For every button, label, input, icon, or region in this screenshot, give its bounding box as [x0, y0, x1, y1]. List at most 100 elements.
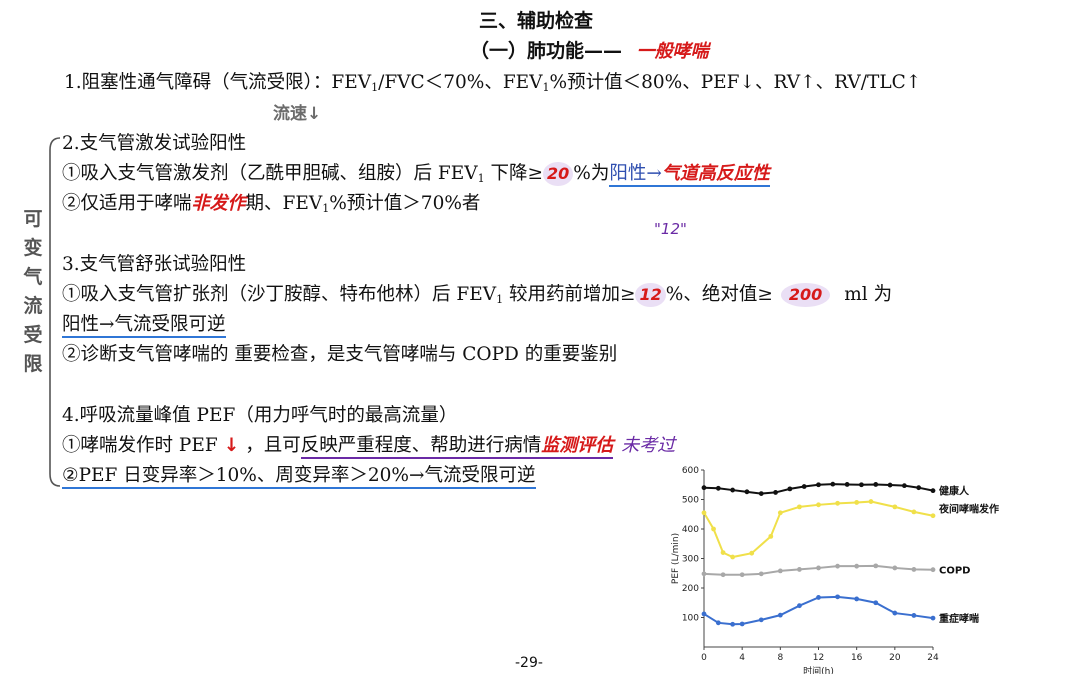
series-3-point: [715, 620, 721, 626]
series-2-point: [873, 563, 879, 569]
series-1-point: [768, 533, 774, 539]
series-3-point: [816, 595, 821, 600]
item1-text-b: /FVC＜70%、FEV: [378, 72, 543, 93]
y-tick-label: 500: [682, 496, 699, 506]
item2-line2: ②仅适用于哮喘非发作期、FEV1%预计值＞70%者: [62, 192, 480, 216]
series-3-point: [701, 611, 707, 617]
series-1-point: [892, 504, 898, 510]
series-3-point: [835, 594, 840, 600]
x-tick-label: 4: [739, 653, 745, 663]
legend-label-3: 重症哮喘: [939, 612, 979, 625]
item3-line1: ①吸入支气管扩张剂（沙丁胺醇、特布他林）后 FEV1 较用药前增加≥12%、绝对…: [62, 283, 892, 307]
legend-label-1: 夜间哮喘发作: [938, 503, 999, 516]
series-1-point: [701, 510, 707, 516]
series-3-point: [873, 600, 879, 606]
series-1-point: [816, 502, 821, 508]
x-tick-label: 8: [777, 653, 783, 663]
series-1-point: [730, 554, 736, 560]
series-1-point: [720, 550, 726, 555]
side-label-char: 流: [23, 295, 43, 317]
item1-handwritten-note: 流速↓: [273, 104, 322, 124]
item2-l1-text-b: 下降≥: [484, 163, 543, 184]
item3-line3: ②诊断支气管哮喘的 重要检查，是支气管哮喘与 COPD 的重要鉴别: [62, 344, 618, 365]
item2-non-attack-handwritten: 非发作: [191, 193, 246, 214]
x-tick-label: 24: [927, 653, 939, 663]
series-line-3: [703, 595, 934, 626]
series-3-point: [730, 621, 736, 627]
series-line-1: [703, 500, 934, 559]
item3-l1-text-a: ①吸入支气管扩张剂（沙丁胺醇、特布他林）后 FEV: [62, 284, 497, 305]
item1-text-a: 1.阻塞性通气障碍（气流受限）：FEV: [64, 72, 372, 93]
series-3-point: [930, 615, 936, 621]
item1-sub1: 1: [371, 81, 379, 94]
y-axis-label: PEF (L/min): [671, 533, 681, 584]
item3-line2: 阳性→气流受限可逆: [62, 313, 226, 338]
series-0-point: [758, 491, 764, 496]
item2-l2-text-b: 期、FEV: [245, 193, 323, 214]
item3-title: 3.支气管舒张试验阳性: [62, 254, 247, 275]
y-tick-label: 200: [682, 584, 699, 594]
item2-title: 2.支气管激发试验阳性: [62, 133, 247, 154]
side-label: 可 变 气 流 受 限: [22, 205, 44, 379]
series-3-point: [777, 612, 783, 618]
series-0-point: [730, 487, 736, 493]
item4-l1-text-b: ，且可: [245, 435, 301, 456]
legend-label-2: COPD: [939, 566, 970, 577]
item2-l1-text-a: ①吸入支气管激发剂（乙酰甲胆碱、组胺）后 FEV: [62, 163, 478, 184]
item2-handwritten-note: "12": [654, 220, 687, 238]
series-0-point: [787, 486, 793, 492]
series-0-point: [901, 483, 907, 489]
subsection-handwritten-note: 一般哮喘: [636, 41, 709, 62]
series-1-point: [868, 499, 874, 504]
item4-severity-text: 反映严重程度、帮助进行病情: [300, 435, 542, 459]
series-0-point: [887, 482, 893, 488]
section-title: 三、辅助检查: [479, 10, 594, 32]
series-1-point: [749, 550, 755, 556]
series-0-point: [930, 488, 936, 494]
item2-l2-text-a: ②仅适用于哮喘: [62, 193, 192, 214]
item4-line2: ②PEF 日变异率＞10%、周变异率＞20%→气流受限可逆: [62, 464, 536, 489]
series-2-point: [892, 565, 898, 571]
item4-monitoring-handwritten: 监测评估: [541, 435, 614, 459]
series-2-point: [930, 567, 936, 573]
side-label-char: 限: [23, 353, 43, 375]
item2-threshold-value: 20: [542, 162, 574, 186]
side-bracket: [49, 137, 61, 487]
item2-positive-result: 阳性→气道高反应性: [609, 163, 770, 187]
series-2-point: [701, 571, 707, 577]
series-2-point: [911, 567, 917, 572]
y-tick-label: 400: [682, 525, 699, 535]
series-2-point: [797, 567, 802, 572]
subsection-title: （一）肺功能—— 一般哮喘: [470, 36, 709, 63]
series-2-point: [758, 571, 764, 577]
item4-l1-text-a: ①哮喘发作时 PEF: [62, 435, 218, 456]
series-0-point: [773, 490, 778, 495]
series-2-point: [816, 565, 821, 571]
series-3-point: [739, 621, 745, 627]
series-0-point: [830, 481, 836, 487]
series-3-point: [911, 613, 917, 618]
side-label-char: 受: [23, 324, 43, 346]
series-3-point: [797, 603, 802, 609]
item1-line: 1.阻塞性通气障碍（气流受限）：FEV1/FVC＜70%、FEV1%预计值＜80…: [64, 71, 921, 95]
series-1-point: [711, 526, 716, 532]
y-tick-label: 600: [682, 466, 699, 476]
item2-l1-text-c: %为: [573, 163, 610, 184]
item3-l1-text-d: ml 为: [844, 284, 893, 305]
x-tick-label: 0: [701, 653, 707, 663]
item3-l1-text-c: %、绝对值≥: [665, 284, 773, 305]
x-tick-label: 16: [851, 653, 863, 663]
item2-line1: ①吸入支气管激发剂（乙酰甲胆碱、组胺）后 FEV1 下降≥20%为阳性→气道高反…: [62, 162, 770, 187]
series-1-point: [835, 500, 840, 506]
series-0-point: [844, 482, 850, 487]
series-2-point: [739, 572, 745, 578]
series-1-point: [854, 500, 860, 505]
item3-threshold-value: 12: [635, 283, 666, 307]
series-2-point: [720, 572, 726, 578]
series-1-point: [797, 504, 802, 510]
item2-l1-text-d: 阳性→: [609, 163, 662, 184]
series-1-point: [930, 513, 936, 519]
side-label-char: 气: [23, 266, 43, 288]
series-2-point: [854, 563, 860, 569]
